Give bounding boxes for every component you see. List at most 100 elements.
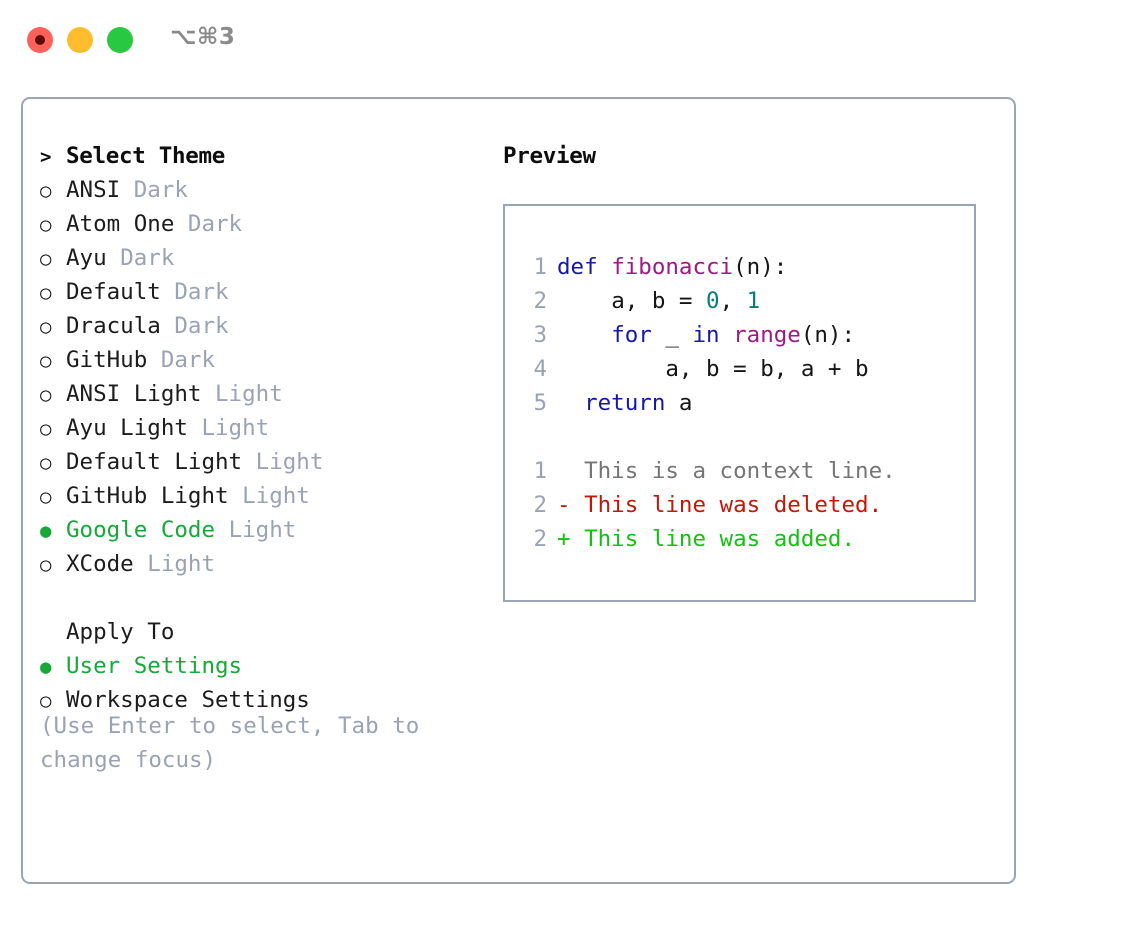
theme-variant-badge: Dark bbox=[174, 279, 229, 305]
code-indent bbox=[557, 390, 584, 416]
diff-gap bbox=[571, 492, 585, 518]
blank-marker-icon: ○ bbox=[40, 616, 66, 650]
radio-unselected-icon[interactable]: ○ bbox=[40, 214, 52, 236]
maximize-window-button[interactable] bbox=[107, 27, 133, 53]
diff-text: This line was deleted. bbox=[584, 492, 883, 518]
code-token-plain: _ bbox=[651, 322, 693, 348]
code-token-plain: a, b = b, a + b bbox=[665, 356, 869, 382]
theme-selection-column: >Select Theme ○ANSI Dark○Atom One Dark○A… bbox=[40, 139, 470, 717]
theme-list-item[interactable]: ○Default Dark bbox=[40, 275, 470, 309]
diff-gap bbox=[571, 458, 585, 484]
theme-list: ○ANSI Dark○Atom One Dark○Ayu Dark○Defaul… bbox=[40, 173, 470, 581]
close-window-button[interactable] bbox=[27, 27, 53, 53]
select-theme-header: > Select Theme bbox=[40, 139, 470, 173]
code-token-plain bbox=[598, 254, 612, 280]
theme-list-item[interactable]: ○Ayu Dark bbox=[40, 241, 470, 275]
theme-list-item[interactable]: ○Dracula Dark bbox=[40, 309, 470, 343]
theme-list-item[interactable]: ○Atom One Dark bbox=[40, 207, 470, 241]
theme-list-item[interactable]: ○ Ayu Light Light bbox=[40, 411, 470, 445]
code-token-plain: (n): bbox=[800, 322, 856, 348]
theme-name: Default Light bbox=[66, 449, 243, 475]
code-token-plain: (n): bbox=[733, 254, 788, 280]
radio-unselected-icon[interactable]: ○ bbox=[40, 316, 52, 338]
radio-unselected-icon[interactable]: ○ bbox=[40, 384, 52, 406]
theme-variant-badge: Dark bbox=[160, 347, 216, 373]
line-number: 1 bbox=[533, 254, 547, 280]
diff-sign: - bbox=[557, 492, 571, 518]
diff-line: 2 + This line was added. bbox=[521, 522, 896, 556]
line-number: 5 bbox=[533, 390, 547, 416]
radio-selected-icon[interactable]: ● bbox=[40, 656, 52, 678]
theme-name: GitHub bbox=[66, 347, 148, 373]
code-token-kw: return bbox=[584, 390, 666, 416]
theme-name: Google Code bbox=[66, 517, 216, 543]
radio-unselected-icon[interactable]: ○ bbox=[40, 452, 52, 474]
code-token-plain bbox=[720, 322, 734, 348]
theme-name: XCode bbox=[66, 551, 134, 577]
code-blank-line bbox=[521, 420, 896, 454]
radio-unselected-icon[interactable]: ○ bbox=[40, 486, 52, 508]
theme-name: ANSI Light bbox=[66, 381, 202, 407]
radio-unselected-icon[interactable]: ○ bbox=[40, 418, 52, 440]
theme-list-item[interactable]: ○XCode Light bbox=[40, 547, 470, 581]
apply-to-item[interactable]: ○ Workspace Settings bbox=[40, 683, 470, 717]
theme-list-item[interactable]: ○Default Light Light bbox=[40, 445, 470, 479]
theme-name: GitHub Light bbox=[66, 483, 229, 509]
radio-unselected-icon[interactable]: ○ bbox=[40, 554, 52, 576]
code-token-plain: a, b = bbox=[611, 288, 707, 314]
code-token-fn: range bbox=[733, 322, 801, 348]
code-line: 5 return a bbox=[521, 386, 896, 420]
radio-unselected-icon[interactable]: ○ bbox=[40, 180, 52, 202]
list-spacer bbox=[40, 581, 470, 615]
radio-unselected-icon[interactable]: ○ bbox=[40, 248, 52, 270]
diff-text: This is a context line. bbox=[584, 458, 896, 484]
theme-list-item[interactable]: ○ GitHub Dark bbox=[40, 343, 470, 377]
theme-name: Dracula bbox=[66, 313, 161, 339]
radio-unselected-icon[interactable]: ○ bbox=[40, 282, 52, 304]
apply-to-label: Workspace Settings bbox=[66, 687, 310, 713]
theme-list-item[interactable]: ○GitHub Light Light bbox=[40, 479, 470, 513]
theme-variant-badge: Light bbox=[201, 415, 270, 441]
apply-to-item[interactable]: ●User Settings bbox=[40, 649, 470, 683]
minimize-window-button[interactable] bbox=[67, 27, 93, 53]
code-token-fn: fibonacci bbox=[611, 254, 734, 280]
radio-unselected-icon[interactable]: ○ bbox=[40, 350, 52, 372]
diff-sign bbox=[557, 458, 571, 484]
code-line: 1 def fibonacci(n): bbox=[521, 250, 896, 284]
code-token-kw: def bbox=[557, 254, 598, 280]
title-bar: ⌥⌘3 bbox=[0, 0, 1140, 78]
code-line: 3 for _ in range(n): bbox=[521, 318, 896, 352]
theme-variant-badge: Dark bbox=[187, 211, 243, 237]
line-number: 3 bbox=[533, 322, 547, 348]
theme-name: Ayu bbox=[66, 245, 107, 271]
select-theme-title: Select Theme bbox=[66, 143, 225, 169]
diff-gap bbox=[571, 526, 585, 552]
line-number: 2 bbox=[533, 526, 547, 552]
radio-unselected-icon[interactable]: ○ bbox=[40, 690, 52, 712]
apply-to-title: Apply To bbox=[66, 619, 175, 645]
diff-line: 1 This is a context line. bbox=[521, 454, 896, 488]
theme-variant-badge: Light bbox=[215, 381, 283, 407]
apply-to-list: ●User Settings ○ Workspace Settings bbox=[40, 649, 470, 717]
caret-icon: > bbox=[40, 146, 52, 168]
theme-list-item[interactable]: ○ ANSI Dark bbox=[40, 173, 470, 207]
code-token-plain: a bbox=[665, 390, 693, 416]
line-number: 4 bbox=[533, 356, 547, 382]
code-indent bbox=[557, 322, 611, 348]
theme-name: Ayu Light bbox=[66, 415, 188, 441]
diff-text: This line was added. bbox=[584, 526, 856, 552]
keyboard-shortcut-label: ⌥⌘3 bbox=[170, 24, 236, 50]
radio-selected-icon[interactable]: ● bbox=[40, 520, 52, 542]
theme-variant-badge: Dark bbox=[133, 177, 188, 203]
keyboard-hint-text: (Use Enter to select, Tab to change focu… bbox=[40, 713, 420, 773]
theme-list-item[interactable]: ○ ANSI Light Light bbox=[40, 377, 470, 411]
theme-list-item[interactable]: ●Google Code Light bbox=[40, 513, 470, 547]
diff-line: 2- This line was deleted. bbox=[521, 488, 896, 522]
diff-sign: + bbox=[557, 526, 571, 552]
code-token-kw: in bbox=[692, 322, 720, 348]
code-line: 4 a, b = b, a + b bbox=[521, 352, 896, 386]
theme-name: ANSI bbox=[66, 177, 121, 203]
